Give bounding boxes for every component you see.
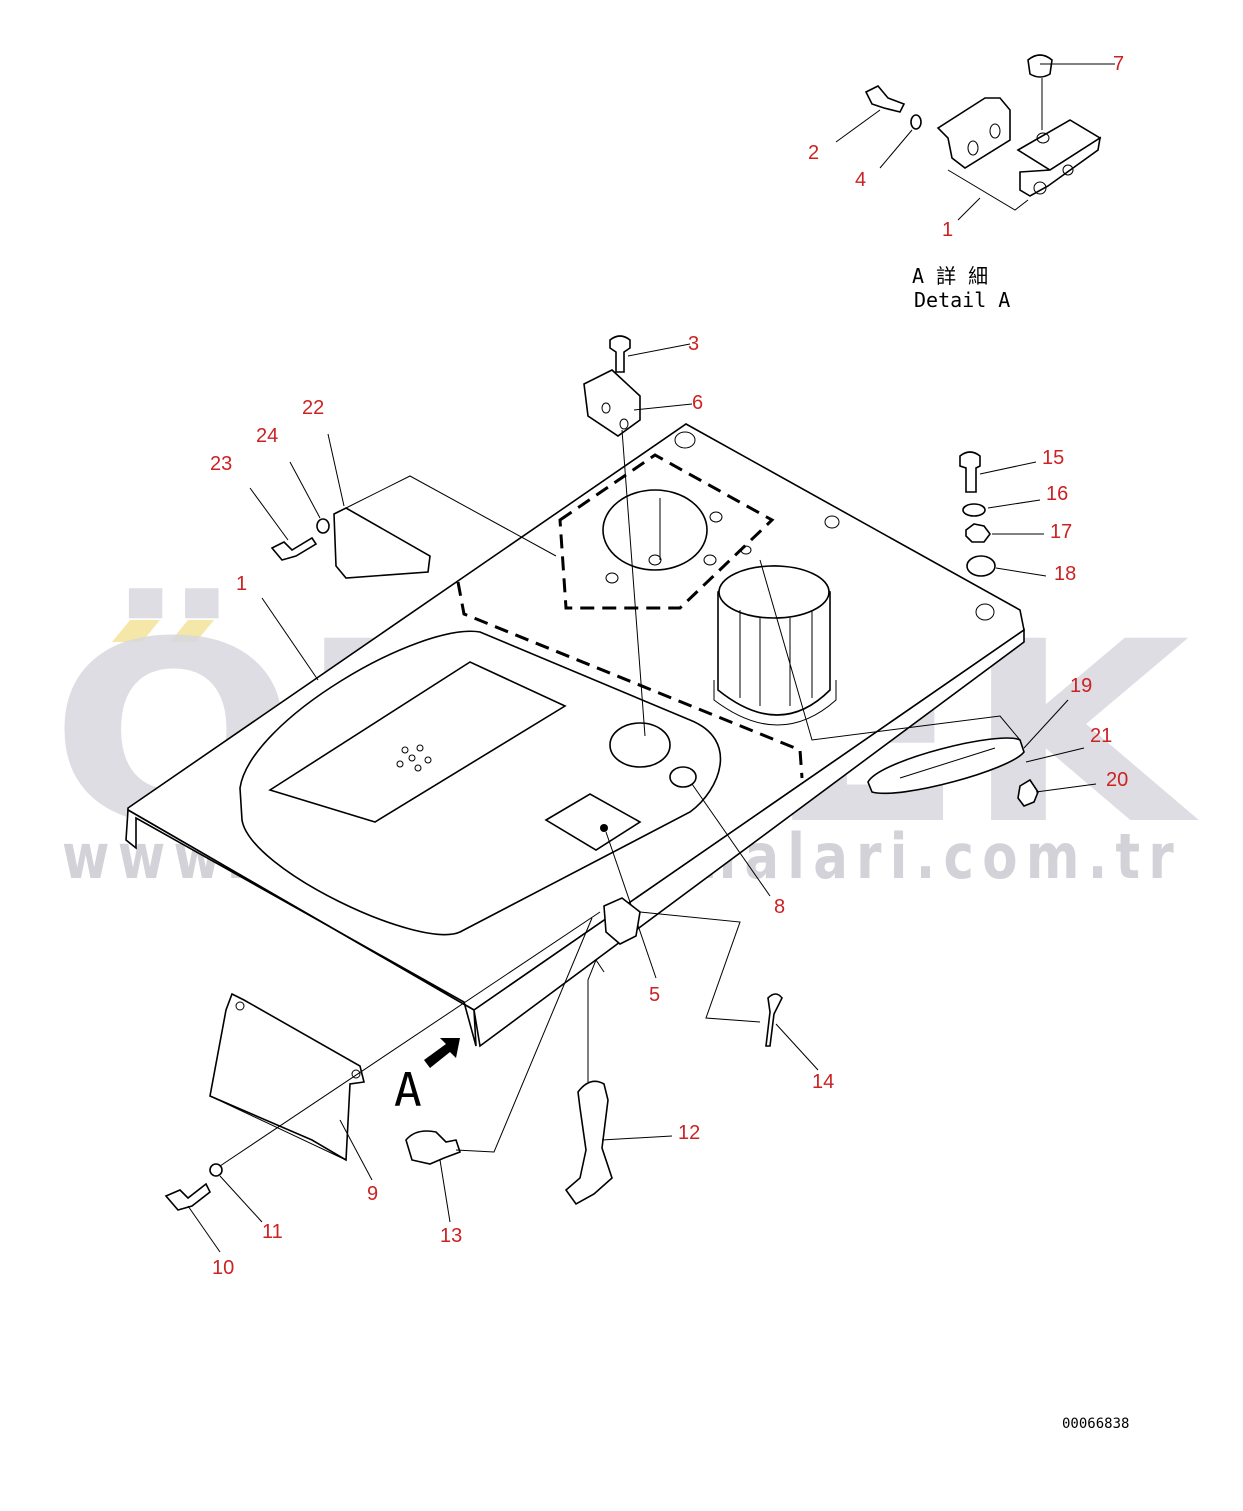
callout-8: 8 [774, 896, 785, 918]
callout-5: 5 [649, 984, 660, 1006]
washer-part-24 [316, 518, 330, 534]
callout-13: 13 [440, 1225, 462, 1247]
detail-a-assembly [835, 54, 1115, 221]
callout-7: 7 [1113, 53, 1124, 75]
plate-part-22 [333, 507, 431, 579]
callout-11: 11 [262, 1221, 283, 1243]
callout-14: 14 [812, 1071, 834, 1093]
guard-part-9 [209, 992, 365, 1162]
callout-3: 3 [688, 333, 699, 355]
latch-opening-part-5 [544, 793, 642, 851]
watermark-accent-left [112, 620, 160, 642]
bolt-part-3 [609, 335, 631, 373]
bolt-part-2 [864, 85, 906, 113]
callout-22: 22 [302, 397, 324, 419]
callout-21: 21 [1090, 725, 1112, 747]
detail-title-en: Detail A [914, 288, 1010, 312]
callout-18: 18 [1054, 563, 1076, 585]
nut-part-17 [965, 523, 991, 543]
callout-2: 2 [808, 142, 819, 164]
callout-12: 12 [678, 1122, 700, 1144]
bolt-part-10 [164, 1182, 212, 1211]
collar-part-18 [966, 555, 996, 577]
callout-23: 23 [210, 453, 232, 475]
bracket-part-6 [583, 369, 641, 437]
pin-part-14 [765, 993, 783, 1047]
callout-15: 15 [1042, 447, 1064, 469]
callout-17: 17 [1050, 521, 1072, 543]
washer-part-16 [962, 503, 986, 517]
bolt-part-15 [959, 451, 981, 493]
floor-panel-part-1 [125, 423, 1025, 1048]
washer-part-4 [910, 114, 922, 130]
callout-4: 4 [855, 169, 866, 191]
view-arrow-icon [424, 1038, 460, 1068]
knob-part-7 [1027, 54, 1053, 78]
grommet-part-8 [669, 766, 697, 788]
callout-16: 16 [1046, 483, 1068, 505]
washer-part-11 [209, 1163, 223, 1177]
callout-6: 6 [692, 392, 703, 414]
watermark-accent-right [170, 620, 214, 642]
drawing-number: 00066838 [1062, 1416, 1129, 1432]
hinge-bracket-left [936, 97, 1011, 169]
detail-title-jp: A 詳 細 [912, 264, 988, 288]
callout-1-detail: 1 [942, 219, 953, 241]
callout-1-main: 1 [236, 573, 247, 595]
bolt-part-23 [270, 536, 318, 561]
view-letter: A [394, 1063, 422, 1117]
callout-24: 24 [256, 425, 278, 447]
screw-part-20 [1017, 778, 1039, 807]
nameplate-part-19 [867, 737, 1025, 794]
knob-part-13 [405, 1130, 462, 1165]
callout-10: 10 [212, 1257, 234, 1279]
callout-19: 19 [1070, 675, 1092, 697]
callout-9: 9 [367, 1183, 378, 1205]
handle-part-12 [564, 1080, 613, 1206]
callout-20: 20 [1106, 769, 1128, 791]
